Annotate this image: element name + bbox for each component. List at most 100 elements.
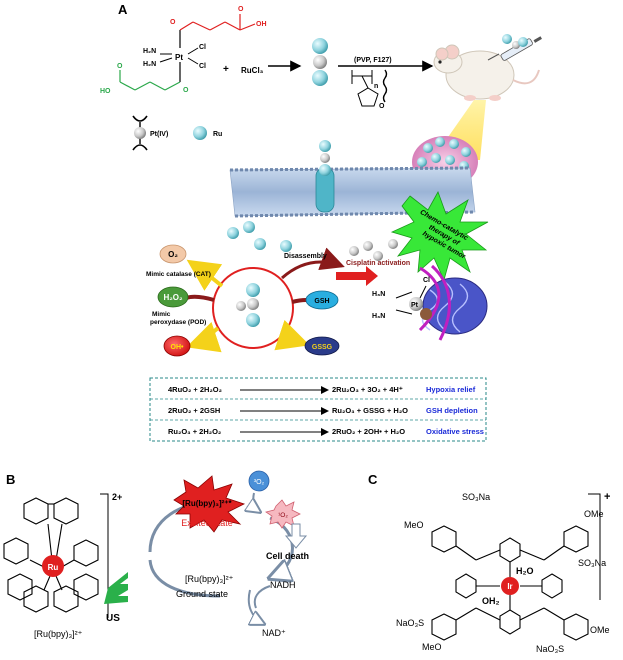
excited-complex-label: [Ru(bpy)₃]²⁺* [182,499,232,508]
reaction-2-effect: GSH depletion [426,406,478,415]
complex-label: [Ru(bpy)₃]²⁺ [34,629,83,639]
o2-bubble [159,244,187,264]
cell-death-arrow [284,523,308,549]
floating-nanoparticle [518,37,528,47]
ir-center-atom [501,577,519,595]
pod-arrow [186,321,222,353]
cl-upper-label: Cl [199,44,206,51]
ground-complex-label: [Ru(bpy)₃]²⁺ [185,574,234,584]
reaction-3-left: Ru₂O₃ + 2H₂O₂ [168,427,221,436]
panel-c-label: C [368,472,378,487]
floating-nanoparticle [512,41,520,49]
meo-tl-label: MeO [404,520,424,530]
reaction-3-effect: Oxidative stress [426,427,484,436]
triplet-o2-label: ³O₂ [254,479,265,486]
gssg-arrow [274,319,310,351]
cl-lower-label: Cl [199,63,206,70]
ir-center-label: Ir [507,582,512,591]
o2-label: O₂ [168,250,178,259]
polymer-label: (PVP, F127) [354,57,392,64]
cis-bond [419,285,427,299]
nad-arrow [247,589,264,624]
gssg-label: GSSG [312,344,333,351]
nadh-arrow [253,585,271,609]
nucleus-dna [418,264,488,341]
so3na-tl-label: SO₃Na [462,492,490,502]
released-ru-sphere [227,227,239,239]
cisplatin-label: Cisplatin activation [346,260,410,267]
cis-bond [395,291,413,299]
us-label: US [106,613,120,624]
gssg-bubble [304,336,340,356]
ptiv-prodrug-structure: O OH O O HO O [100,6,267,95]
h2o2-arrow [185,294,215,302]
legend-ptiv-label: Pt(IV) [150,131,168,138]
oh-label: OH• [171,344,185,351]
excited-state-label: Excited state [181,518,233,528]
rucl3-label: RuCl₃ [241,66,264,75]
cis-pt-sphere [409,297,423,311]
h2o-lower-label: OH₂ [482,596,500,606]
oh-bubble [163,335,191,357]
h2o2-bubble [157,286,189,308]
h2o-upper-label: H₂O [516,566,534,576]
ultrasound-icon [104,572,128,604]
floating-nanoparticle [502,34,512,44]
cisplatin-arrow [336,266,378,286]
c-bracket-right [588,493,601,600]
pt-atom-label: Pt [175,53,183,62]
released-ru-sphere [280,240,292,252]
singlet-o2-burst [265,499,301,529]
panel-b-label: B [6,472,15,487]
svg-text:HO: HO [100,88,111,95]
ome-tr-label: OMe [584,509,604,519]
triplet-o2-bubble [248,470,270,492]
gsh-label: GSH [314,298,329,305]
catalase-label: Mimic catalase (CAT) [146,271,211,278]
b-charge-label: 2+ [112,492,122,502]
catalase-arrow [186,259,224,291]
ru-center-label: Ru [48,563,59,572]
peroxidase-label-1: Mimic [152,311,171,318]
c-charge-label: + [604,491,610,503]
therapy-burst [390,191,489,282]
released-pt-sphere [388,239,398,249]
svg-text:O: O [238,6,244,13]
nadh-label: NADH [270,580,296,590]
bracket-right [100,493,109,618]
svg-text:OH: OH [256,21,267,28]
reaction-3-right: 2RuO₂ + 2OH• + H₂O [332,427,405,436]
nanoparticle-icon [312,38,328,86]
released-ru-sphere [254,238,266,250]
reaction-2-left: 2RuO₂ + 2GSH [168,406,220,415]
return-arrow [148,559,221,598]
panel-a-label: A [118,2,128,17]
disassembly-label: Disassembly [284,253,327,260]
released-ru-sphere [243,221,255,233]
cis-bond [395,309,413,315]
svg-text:O: O [183,87,189,94]
ground-state-label: Ground state [176,589,228,599]
ome-br-label: OMe [590,625,610,635]
legend-ru-sphere [193,126,207,140]
polymer-o-label: O [379,103,385,110]
center-nanoparticle [236,283,260,327]
singlet-o2-label: ¹O₂ [278,512,288,519]
reaction-1-right: 2Ru₂O₃ + 3O₂ + 4H⁺ [332,385,403,394]
plus-sign: + [223,64,229,75]
ru-bpy-structure [3,497,99,613]
svg-text:O: O [170,19,176,26]
nao3s-br-label: NaO₃S [536,644,564,654]
released-pt-sphere [373,251,383,261]
cis-nh3-upper: H₃N [372,291,385,298]
peroxidase-label-2: peroxydase (POD) [150,319,206,326]
mouse-illustration [433,44,540,101]
reaction-2-right: Ru₂O₃ + GSSG + H₂O [332,406,408,415]
cis-pt-label: Pt [411,302,419,309]
polymer-n-label: n [374,83,378,90]
cis-nh3-lower: H₃N [372,313,385,320]
released-pt-sphere [363,241,373,251]
disassembly-arrow [281,247,345,280]
nh3-lower-label: H₂N [143,61,156,68]
